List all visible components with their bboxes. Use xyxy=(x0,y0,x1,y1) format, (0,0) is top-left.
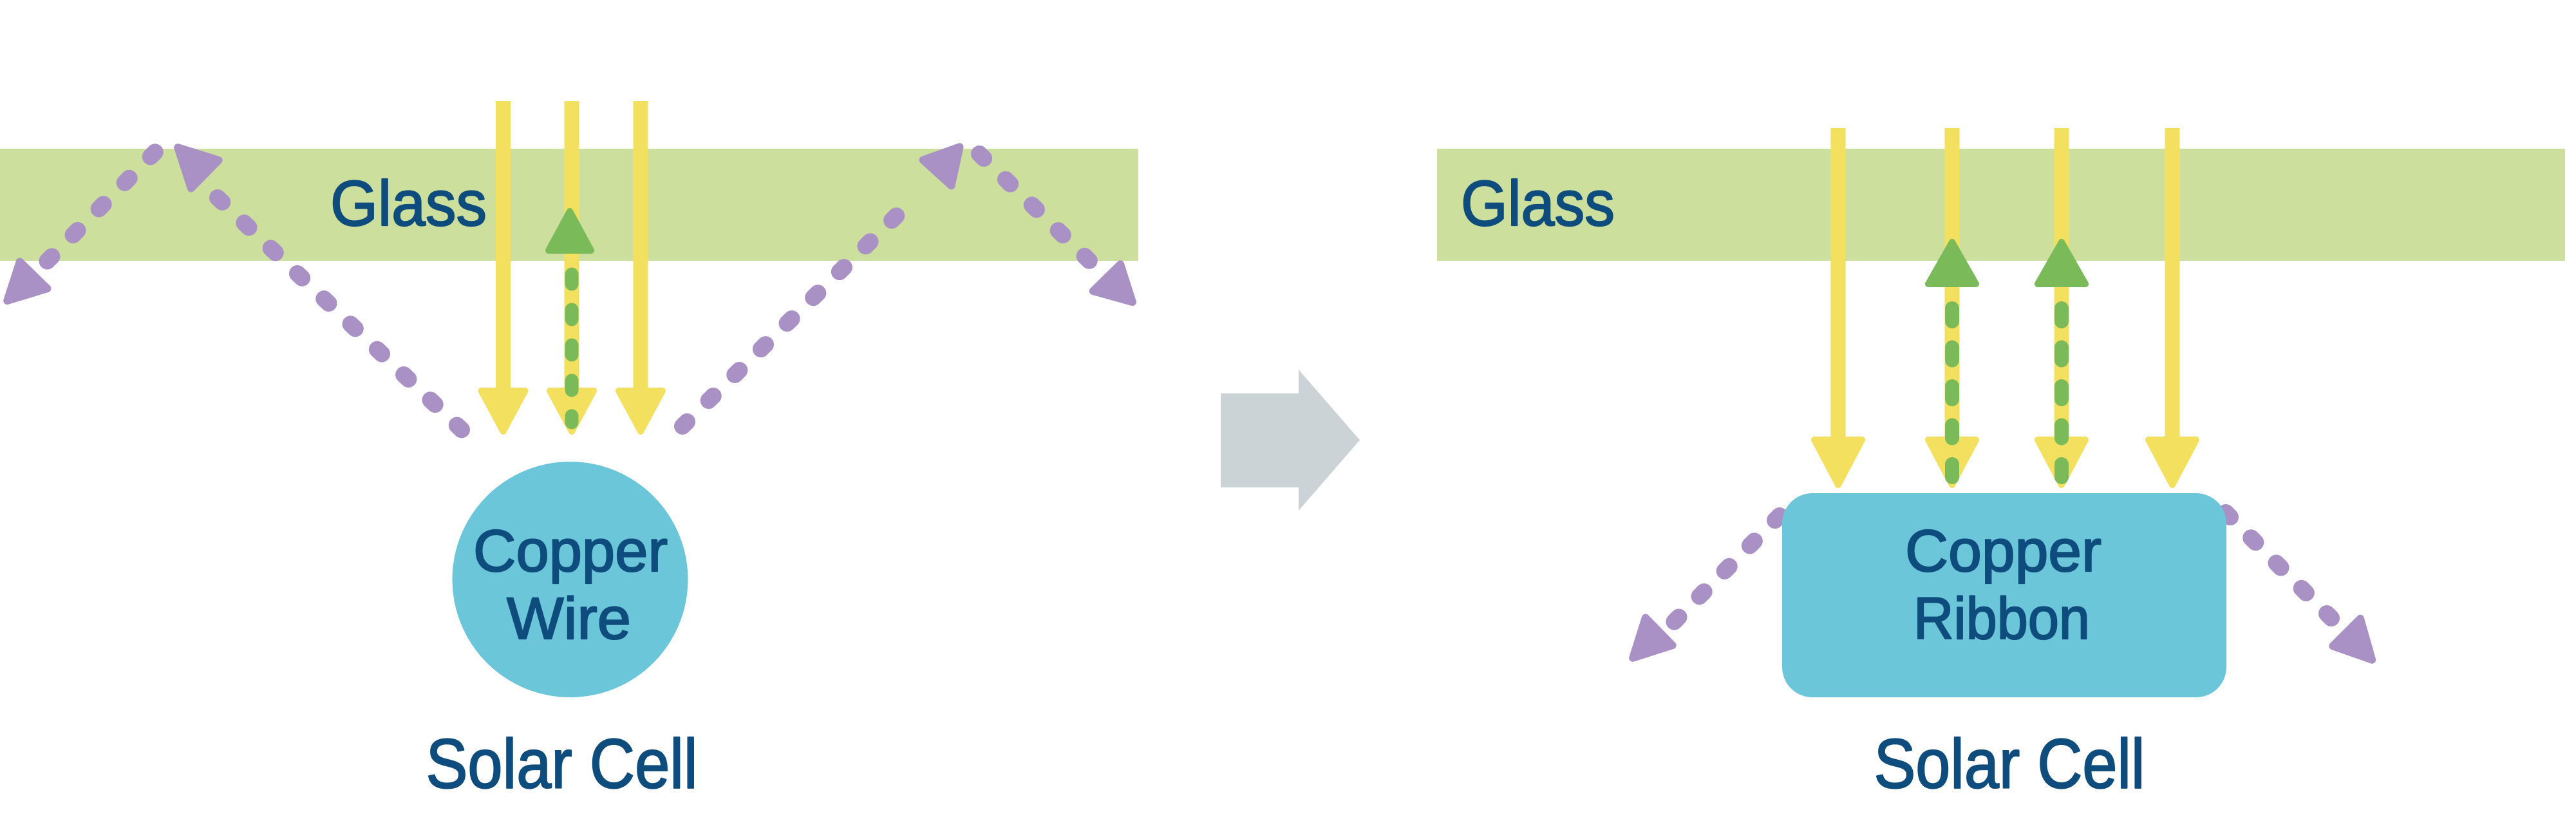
svg-text:Wire: Wire xyxy=(507,586,631,652)
svg-text:Solar Cell: Solar Cell xyxy=(1874,725,2145,804)
svg-text:Glass: Glass xyxy=(330,167,487,239)
svg-text:Copper: Copper xyxy=(1905,518,2101,584)
svg-text:Glass: Glass xyxy=(1461,167,1615,239)
svg-text:Solar Cell: Solar Cell xyxy=(426,725,698,804)
svg-text:Ribbon: Ribbon xyxy=(1913,586,2090,652)
svg-text:Copper: Copper xyxy=(473,518,668,584)
